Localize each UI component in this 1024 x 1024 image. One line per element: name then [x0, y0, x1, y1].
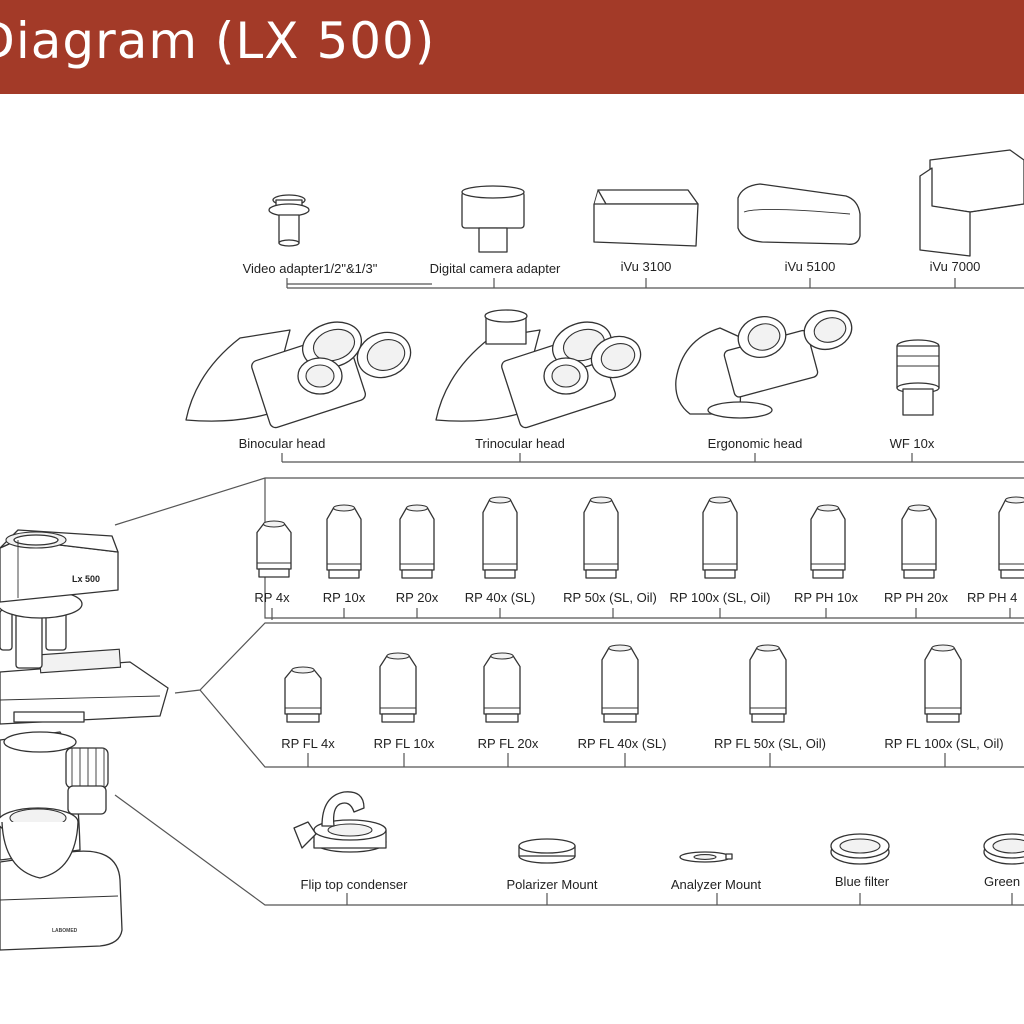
- label-rp-100x: RP 100x (SL, Oil): [670, 590, 771, 605]
- fl-objective-icon-5: [924, 644, 962, 723]
- label-rp-ph-20x: RP PH 20x: [884, 590, 949, 605]
- label-ivu-3100: iVu 3100: [621, 259, 672, 274]
- label-wf-10x: WF 10x: [890, 436, 935, 451]
- microscope-model-label: Lx 500: [72, 574, 100, 584]
- label-rp-fl-40x: RP FL 40x (SL): [578, 736, 667, 751]
- objective-icon-4: [583, 496, 619, 579]
- fl-objective-icon-2: [483, 652, 521, 723]
- green-filter-icon: [983, 833, 1024, 865]
- fl-objective-icon-1: [379, 652, 417, 723]
- label-camera-adapter: Digital camera adapter: [430, 261, 561, 276]
- label-binocular-head: Binocular head: [239, 436, 326, 451]
- ivu-7000-icon: [919, 149, 1024, 257]
- label-ivu-7000: iVu 7000: [930, 259, 981, 274]
- ivu-5100-icon: [737, 183, 861, 245]
- label-rp-fl-20x: RP FL 20x: [478, 736, 539, 751]
- label-rp-10x: RP 10x: [323, 590, 366, 605]
- fl-objective-icon-4: [749, 644, 787, 723]
- label-rp-ph-10x: RP PH 10x: [794, 590, 859, 605]
- condenser-icon: [293, 791, 387, 853]
- fl-objective-icon-3: [601, 644, 639, 723]
- trinocular-head-icon: [435, 309, 642, 429]
- header-banner: em Diagram (LX 500): [0, 0, 1024, 94]
- label-rp-50x: RP 50x (SL, Oil): [563, 590, 657, 605]
- objective-icon-7: [901, 504, 937, 579]
- label-rp-40x: RP 40x (SL): [465, 590, 536, 605]
- page-title: em Diagram (LX 500): [0, 12, 436, 70]
- binocular-head-icon: [185, 321, 412, 429]
- objective-row: [256, 496, 1024, 579]
- objective-icon-0: [256, 520, 292, 578]
- camera-adapter-icon: [461, 185, 525, 253]
- objective-icon-5: [702, 496, 738, 579]
- objective-icon-8: [998, 496, 1024, 579]
- label-rp-20x: RP 20x: [396, 590, 439, 605]
- polarizer-icon: [518, 838, 576, 864]
- labels: Video adapter1/2"&1/3" Digital camera ad…: [52, 259, 1020, 934]
- video-adapter-icon: [268, 194, 310, 247]
- label-ergonomic-head: Ergonomic head: [708, 436, 803, 451]
- blue-filter-icon: [830, 833, 890, 865]
- objective-icon-1: [326, 504, 362, 579]
- label-flip-top-condenser: Flip top condenser: [301, 877, 409, 892]
- ergonomic-head-icon: [675, 309, 853, 419]
- microscope-body: [0, 529, 169, 951]
- label-rp-fl-4x: RP FL 4x: [281, 736, 335, 751]
- ivu-3100-icon: [593, 189, 699, 247]
- microscope-brand-label: LABOMED: [52, 928, 78, 934]
- analyzer-icon: [679, 851, 733, 863]
- label-rp-fl-100x: RP FL 100x (SL, Oil): [884, 736, 1003, 751]
- label-ivu-5100: iVu 5100: [785, 259, 836, 274]
- label-analyzer-mount: Analyzer Mount: [671, 877, 762, 892]
- fl-objective-icon-0: [284, 666, 322, 723]
- eyepiece-icon: [896, 339, 940, 416]
- label-video-adapter: Video adapter1/2"&1/3": [243, 261, 378, 276]
- label-green-filter: Green: [984, 874, 1020, 889]
- label-rp-4x: RP 4x: [254, 590, 290, 605]
- objective-icon-2: [399, 504, 435, 579]
- label-rp-fl-50x: RP FL 50x (SL, Oil): [714, 736, 826, 751]
- label-rp-fl-10x: RP FL 10x: [374, 736, 435, 751]
- label-polarizer-mount: Polarizer Mount: [506, 877, 597, 892]
- label-trinocular-head: Trinocular head: [475, 436, 565, 451]
- label-blue-filter: Blue filter: [835, 874, 890, 889]
- connector-lines: [114, 278, 1024, 906]
- objective-icon-3: [482, 496, 518, 579]
- objective-icon-6: [810, 504, 846, 579]
- label-rp-ph-4: RP PH 4: [967, 590, 1017, 605]
- fl-objective-row: [284, 644, 962, 723]
